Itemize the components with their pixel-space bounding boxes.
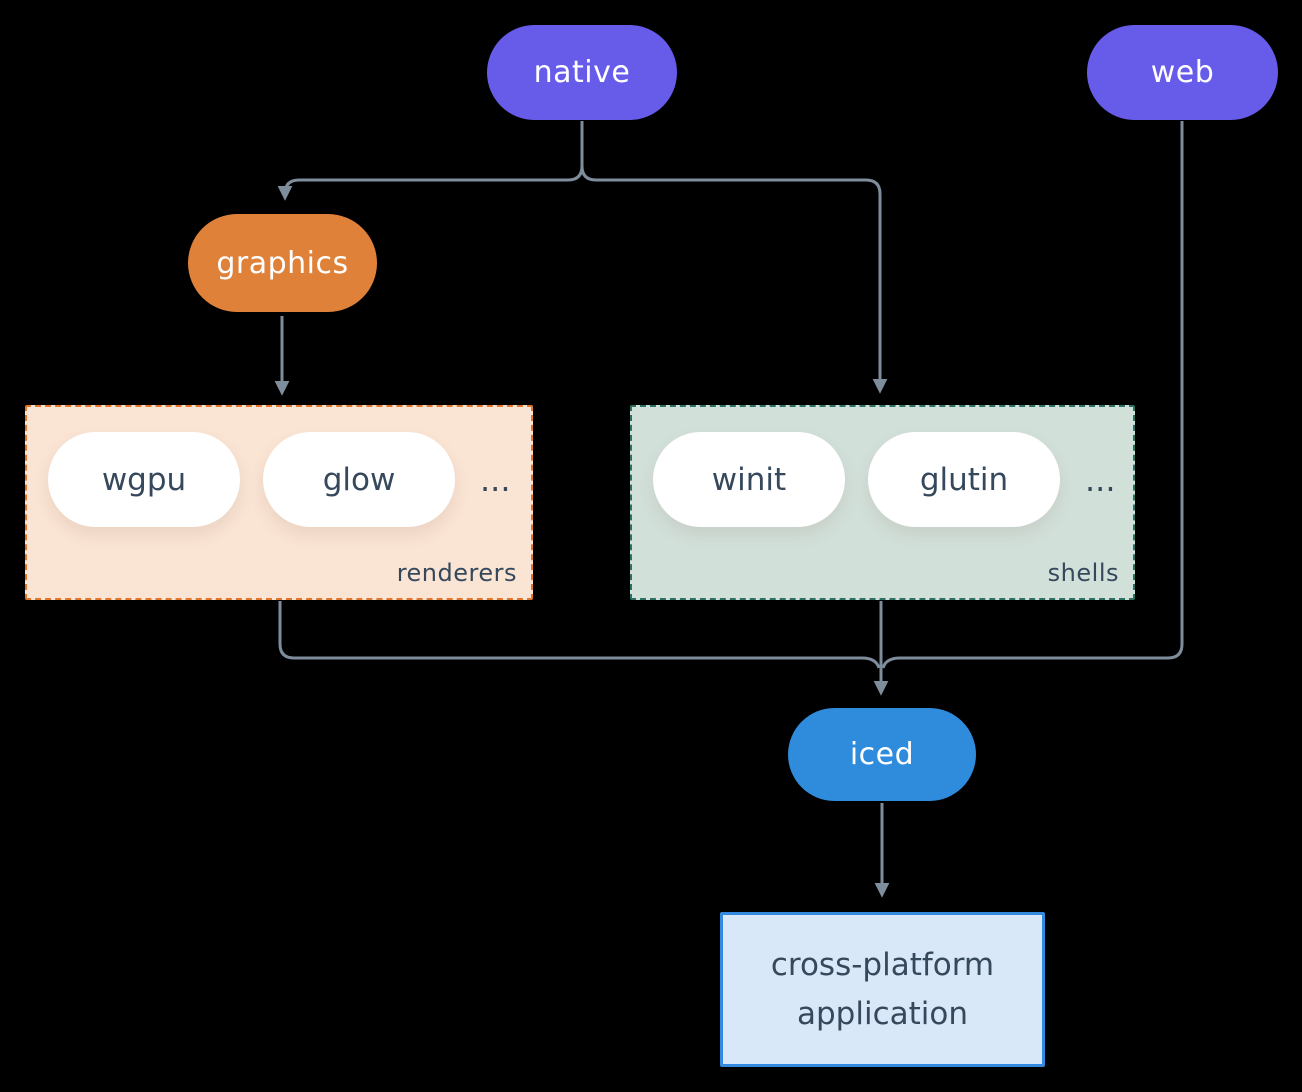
node-winit: winit bbox=[653, 432, 845, 527]
node-iced: iced bbox=[788, 708, 976, 801]
edge-native-shells bbox=[580, 165, 888, 394]
node-graphics-label: graphics bbox=[216, 245, 349, 281]
node-wgpu: wgpu bbox=[48, 432, 240, 527]
node-web-label: web bbox=[1150, 55, 1215, 90]
node-glow: glow bbox=[263, 432, 455, 527]
node-glow-label: glow bbox=[322, 461, 396, 498]
node-native: native bbox=[487, 25, 677, 120]
node-native-label: native bbox=[533, 55, 631, 90]
edge-native-graphics bbox=[277, 121, 584, 201]
node-iced-label: iced bbox=[849, 737, 915, 772]
node-winit-label: winit bbox=[711, 461, 787, 498]
node-application-label: cross-platform application bbox=[770, 947, 995, 1032]
edge-renderers-merge bbox=[278, 601, 881, 669]
edge-web-merge bbox=[881, 121, 1184, 669]
node-glutin-label: glutin bbox=[919, 461, 1009, 498]
shells-ellipsis: ... bbox=[1085, 460, 1116, 499]
renderers-group-label: renderers bbox=[396, 559, 517, 587]
node-web: web bbox=[1087, 25, 1278, 120]
node-wgpu-label: wgpu bbox=[101, 461, 187, 498]
node-cross-platform-application: cross-platform application bbox=[720, 912, 1045, 1067]
group-renderers: wgpu glow ... renderers bbox=[25, 405, 533, 600]
group-shells: winit glutin ... shells bbox=[630, 405, 1135, 600]
node-graphics: graphics bbox=[188, 214, 377, 312]
renderers-chip-row: wgpu glow ... bbox=[27, 407, 531, 527]
shells-group-label: shells bbox=[1047, 559, 1119, 587]
renderers-ellipsis: ... bbox=[480, 460, 511, 499]
node-glutin: glutin bbox=[868, 432, 1060, 527]
shells-chip-row: winit glutin ... bbox=[632, 407, 1133, 527]
